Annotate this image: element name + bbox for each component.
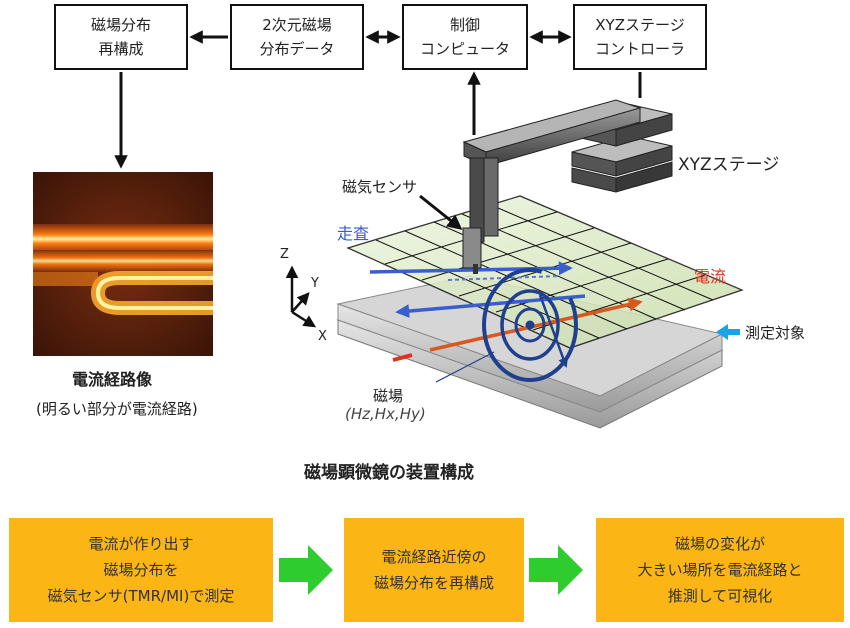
step-box-visualize: 磁場の変化が 大きい場所を電流経路と 推測して可視化 [596, 518, 844, 622]
step-box-measure: 電流が作り出す 磁場分布を 磁気センサ(TMR/MI)で測定 [9, 518, 273, 622]
current-marker-left [392, 353, 413, 362]
step-box-reconstruct: 電流経路近傍の 磁場分布を再構成 [344, 518, 524, 622]
current-path-image [33, 172, 213, 356]
block-line-2: 再構成 [98, 40, 144, 58]
sensor-pointer [419, 194, 463, 230]
step-line: 電流経路近傍の [381, 548, 487, 566]
block-line-1: 2次元磁場 [262, 16, 332, 34]
step-line: 磁場の変化が [674, 535, 765, 553]
step-arrow-2 [529, 545, 583, 595]
xyz-stage [462, 99, 673, 274]
block-line-2: 分布データ [259, 40, 335, 58]
diagram-caption: 磁場顕微鏡の装置構成 [304, 463, 474, 483]
step-line: 磁気センサ(TMR/MI)で測定 [47, 587, 235, 605]
image-title: 電流経路像 [72, 370, 153, 389]
block-field-data: 2次元磁場 分布データ [230, 4, 364, 70]
step-line: 大きい場所を電流経路と [637, 561, 803, 579]
block-stage-controller: XYZステージ コントローラ [573, 4, 707, 70]
step-line: 磁場分布を再構成 [373, 574, 494, 592]
scan-grid [346, 195, 744, 349]
magnetic-field [482, 268, 578, 382]
step-line: 磁場分布を [103, 561, 179, 579]
step-arrows [279, 545, 583, 595]
image-note: (明るい部分が電流経路) [36, 400, 198, 418]
field-label: 磁場 [373, 387, 404, 405]
field-pointer [435, 351, 495, 383]
axis-x-label: X [318, 329, 327, 344]
sensor-label: 磁気センサ [342, 178, 418, 196]
sample-plate [336, 275, 724, 429]
block-line-1: 制御 [449, 16, 480, 34]
field-components-label: (Hz,Hx,Hy) [345, 405, 426, 423]
current-label: 電流 [694, 267, 727, 286]
axis-icon [285, 265, 317, 328]
step-line: 推測して可視化 [667, 587, 773, 605]
scan-label: 走査 [337, 224, 370, 243]
block-line-2: コンピュータ [419, 40, 510, 58]
current-arrow [429, 297, 643, 352]
target-label: 測定対象 [745, 324, 806, 342]
step-line: 電流が作り出す [88, 535, 194, 553]
scan-arrow-return [395, 294, 586, 319]
block-line-1: XYZステージ [595, 16, 685, 34]
step-arrow-1 [279, 545, 333, 595]
block-line-2: コントローラ [594, 40, 685, 58]
block-line-1: 磁場分布 [90, 16, 151, 34]
axis-z-label: Z [280, 247, 289, 262]
stage-label: XYZステージ [678, 155, 780, 175]
axis-y-label: Y [311, 276, 319, 291]
target-arrow-icon [716, 324, 740, 340]
block-field-reconstruction: 磁場分布 再構成 [54, 4, 188, 70]
block-control-computer: 制御 コンピュータ [402, 4, 528, 70]
